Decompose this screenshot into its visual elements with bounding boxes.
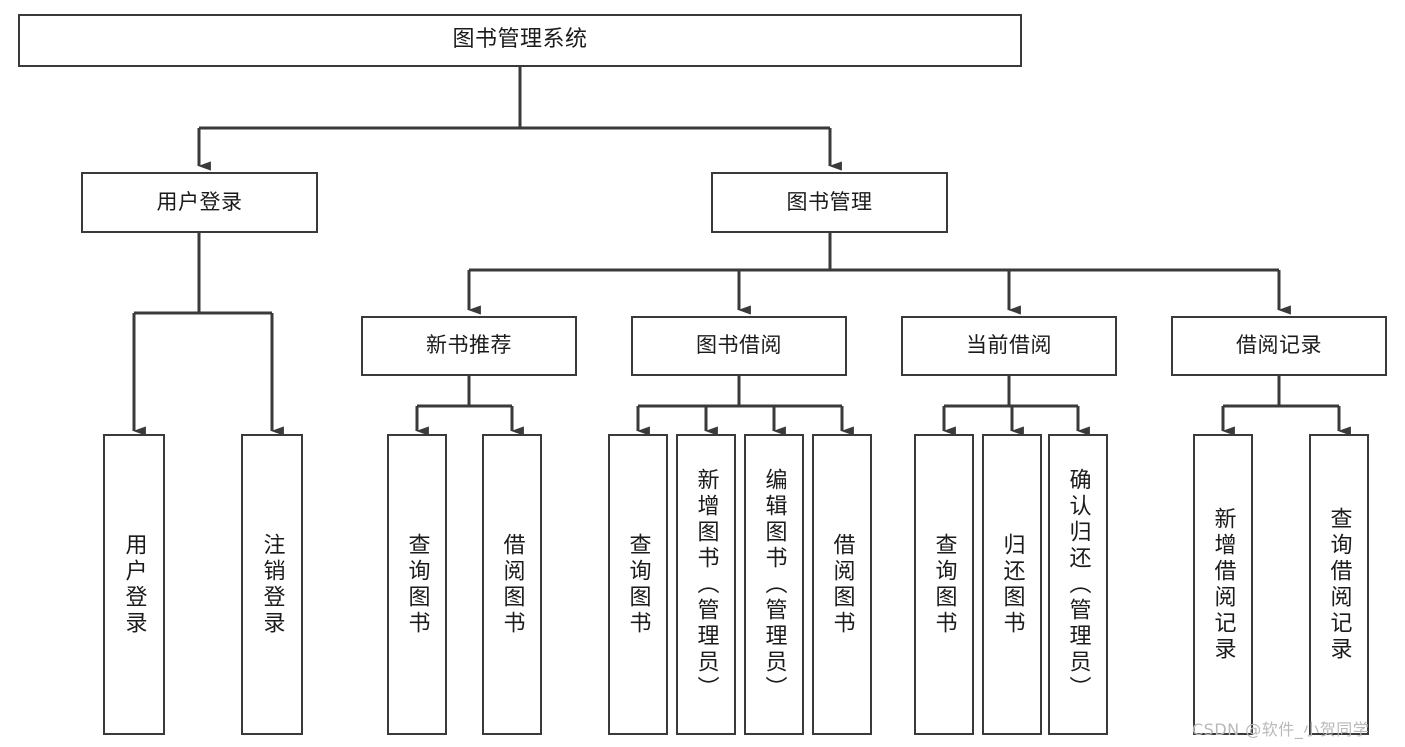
node-label: 图书管理系统 bbox=[452, 27, 588, 53]
node-book-management[interactable]: 图书管理 bbox=[711, 172, 948, 233]
node-root-book-management-system[interactable]: 图书管理系统 bbox=[18, 14, 1022, 67]
node-label: 新增借阅记录 bbox=[1210, 506, 1236, 663]
leaf-borrow-record-add-record[interactable]: 新增借阅记录 bbox=[1193, 434, 1253, 735]
node-label: 编辑图书（管理员） bbox=[761, 467, 787, 702]
node-label: 归还图书 bbox=[999, 532, 1025, 637]
leaf-book-borrow-add-book-admin[interactable]: 新增图书（管理员） bbox=[676, 434, 736, 735]
leaf-new-book-borrow-book[interactable]: 借阅图书 bbox=[482, 434, 542, 735]
leaf-book-borrow-edit-book-admin[interactable]: 编辑图书（管理员） bbox=[744, 434, 804, 735]
node-label: 查询借阅记录 bbox=[1326, 506, 1352, 663]
node-label: 确认归还（管理员） bbox=[1065, 467, 1091, 702]
node-label: 当前借阅 bbox=[966, 333, 1052, 358]
node-label: 图书管理 bbox=[786, 189, 873, 214]
leaf-book-borrow-query-book[interactable]: 查询图书 bbox=[608, 434, 668, 735]
leaf-user-login-logout[interactable]: 注销登录 bbox=[241, 434, 303, 735]
node-book-borrow[interactable]: 图书借阅 bbox=[631, 316, 847, 376]
leaf-book-borrow-borrow-book[interactable]: 借阅图书 bbox=[812, 434, 872, 735]
leaf-current-borrow-return-book[interactable]: 归还图书 bbox=[982, 434, 1042, 735]
leaf-current-borrow-query-book[interactable]: 查询图书 bbox=[914, 434, 974, 735]
node-label: 用户登录 bbox=[156, 189, 243, 214]
node-label: 图书借阅 bbox=[696, 333, 782, 358]
watermark-text: CSDN @软件_小贺同学 bbox=[1192, 720, 1370, 739]
node-borrow-record[interactable]: 借阅记录 bbox=[1171, 316, 1387, 376]
leaf-new-book-query-book[interactable]: 查询图书 bbox=[387, 434, 447, 735]
leaf-borrow-record-query-record[interactable]: 查询借阅记录 bbox=[1309, 434, 1369, 735]
node-label: 查询图书 bbox=[625, 532, 651, 637]
node-label: 借阅图书 bbox=[829, 532, 855, 637]
node-label: 注销登录 bbox=[259, 532, 285, 637]
node-user-login[interactable]: 用户登录 bbox=[81, 172, 318, 233]
node-label: 查询图书 bbox=[931, 532, 957, 637]
node-label: 查询图书 bbox=[404, 532, 430, 637]
node-label: 新书推荐 bbox=[426, 333, 512, 358]
node-label: 借阅图书 bbox=[499, 532, 525, 637]
node-label: 借阅记录 bbox=[1236, 333, 1322, 358]
leaf-user-login-login[interactable]: 用户登录 bbox=[103, 434, 165, 735]
node-current-borrow[interactable]: 当前借阅 bbox=[901, 316, 1117, 376]
node-label: 新增图书（管理员） bbox=[693, 467, 719, 702]
node-new-book-recommend[interactable]: 新书推荐 bbox=[361, 316, 577, 376]
node-label: 用户登录 bbox=[121, 532, 147, 637]
leaf-current-borrow-confirm-return-admin[interactable]: 确认归还（管理员） bbox=[1048, 434, 1108, 735]
